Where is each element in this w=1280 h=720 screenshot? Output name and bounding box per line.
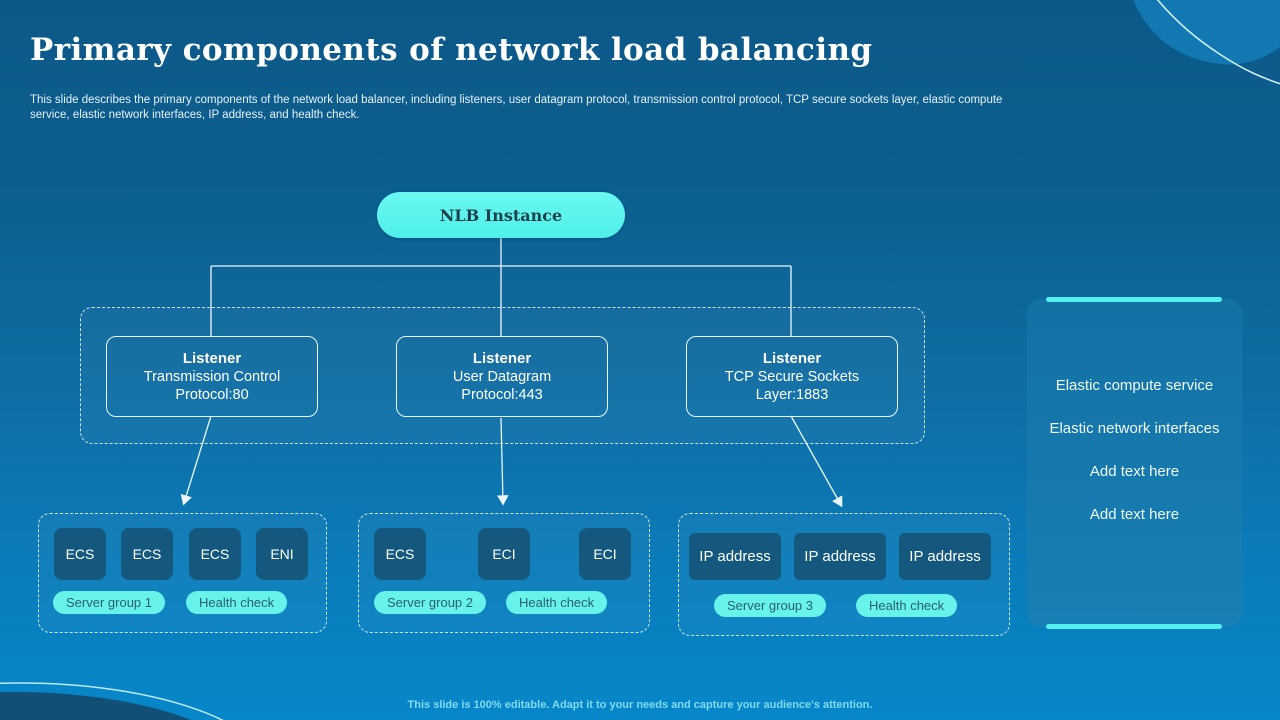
server-group-3: IP address IP address IP address Server …: [678, 513, 1010, 636]
pill-label: Server group 2: [387, 595, 473, 610]
listener-node-udp443[interactable]: Listener User Datagram Protocol:443: [396, 336, 608, 417]
server-node-ecs[interactable]: ECS: [121, 528, 173, 580]
node-label: ECS: [65, 546, 95, 562]
server-node-eci[interactable]: ECI: [478, 528, 530, 580]
listener-node-tls1883[interactable]: Listener TCP Secure Sockets Layer:1883: [686, 336, 898, 417]
page-title: Primary components of network load balan…: [30, 32, 873, 68]
node-label: ENI: [270, 546, 294, 562]
panel-accent-bar-bottom: [1046, 624, 1222, 629]
listener-title: Listener: [182, 349, 242, 367]
listener-port: Layer:1883: [755, 386, 829, 403]
server-group-2: ECS ECI ECI Server group 2 Health check: [358, 513, 650, 633]
node-label: IP address: [699, 548, 771, 565]
listener-port: Protocol:443: [461, 386, 543, 403]
legend-panel: Elastic compute service Elastic network …: [1027, 297, 1242, 629]
server-node-ecs[interactable]: ECS: [189, 528, 241, 580]
panel-item-add-text-2[interactable]: Add text here: [1089, 506, 1180, 523]
node-label: ECI: [593, 546, 617, 562]
server-group-pill[interactable]: Server group 2: [374, 591, 486, 614]
pill-label: Health check: [199, 595, 275, 610]
ip-address-node[interactable]: IP address: [899, 533, 991, 580]
node-label: IP address: [909, 548, 981, 565]
node-label: ECI: [492, 546, 516, 562]
listener-title: Listener: [472, 349, 532, 367]
node-label: ECS: [200, 546, 230, 562]
pill-label: Health check: [519, 595, 595, 610]
corner-wave-decoration: [1133, 0, 1280, 85]
listeners-container: [80, 307, 925, 444]
listener-protocol: Transmission Control: [143, 368, 281, 385]
health-check-pill[interactable]: Health check: [506, 591, 608, 614]
node-label: ECS: [132, 546, 162, 562]
listener-port: Protocol:80: [175, 386, 249, 403]
ip-address-node[interactable]: IP address: [689, 533, 781, 580]
panel-item-eni: Elastic network interfaces: [1049, 420, 1220, 437]
listener-title: Listener: [762, 349, 822, 367]
server-group-1: ECS ECS ECS ENI Server group 1 Health ch…: [38, 513, 327, 633]
nlb-instance-label: NLB Instance: [439, 205, 563, 225]
listener-protocol: TCP Secure Sockets: [724, 368, 860, 385]
server-node-eci[interactable]: ECI: [579, 528, 631, 580]
panel-item-ecs: Elastic compute service: [1055, 377, 1214, 394]
slide-description: This slide describes the primary compone…: [30, 94, 1003, 121]
pill-label: Server group 1: [66, 595, 152, 610]
server-node-eni[interactable]: ENI: [256, 528, 308, 580]
server-node-ecs[interactable]: ECS: [54, 528, 106, 580]
listener-node-tcp80[interactable]: Listener Transmission Control Protocol:8…: [106, 336, 318, 417]
node-label: IP address: [804, 548, 876, 565]
node-label: ECS: [385, 546, 415, 562]
pill-label: Health check: [869, 598, 945, 613]
listener-protocol: User Datagram: [452, 368, 552, 385]
editable-note: This slide is 100% editable. Adapt it to…: [407, 699, 873, 711]
server-group-pill[interactable]: Server group 3: [714, 594, 826, 617]
health-check-pill[interactable]: Health check: [856, 594, 958, 617]
panel-accent-bar-top: [1046, 297, 1222, 302]
server-group-pill[interactable]: Server group 1: [53, 591, 165, 614]
pill-label: Server group 3: [727, 598, 813, 613]
panel-item-add-text-1[interactable]: Add text here: [1089, 463, 1180, 480]
health-check-pill[interactable]: Health check: [186, 591, 288, 614]
server-node-ecs[interactable]: ECS: [374, 528, 426, 580]
ip-address-node[interactable]: IP address: [794, 533, 886, 580]
nlb-instance-node[interactable]: NLB Instance: [377, 192, 625, 238]
